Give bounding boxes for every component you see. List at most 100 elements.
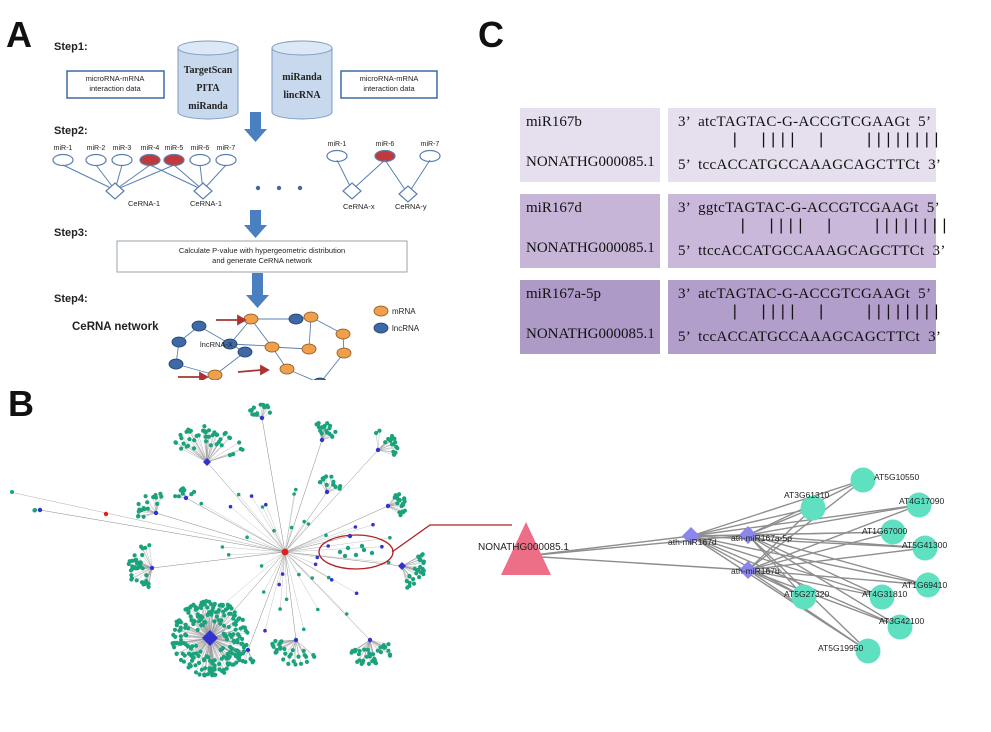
gene-node [142, 507, 147, 512]
gene-node [199, 667, 204, 672]
subnetwork-edge [747, 534, 883, 598]
gene-node [324, 428, 329, 433]
alignment-mirna: miR167a-5p [526, 286, 601, 302]
gene-node [240, 636, 245, 642]
network-node [209, 613, 214, 617]
gene-node [417, 575, 422, 580]
gene-node [407, 574, 412, 579]
network-edge [326, 485, 341, 493]
gene-node [243, 659, 248, 664]
network-edge [284, 551, 297, 641]
gene-node [316, 421, 321, 426]
gene-node [412, 566, 417, 571]
gene-node [233, 627, 238, 632]
gene-node [222, 613, 227, 618]
gene-node [231, 616, 236, 621]
gene-node [328, 423, 333, 428]
network-node [259, 564, 264, 568]
network-node [249, 494, 254, 498]
network-edge [265, 504, 286, 553]
gene-node [186, 651, 192, 656]
gene-node [386, 642, 391, 647]
mrna-node [264, 341, 280, 353]
network-node [354, 591, 359, 596]
gene-node [141, 582, 146, 587]
gene-node [201, 599, 206, 604]
panel-label-c: C [478, 14, 504, 55]
network-edge [272, 639, 297, 645]
gene-node [395, 501, 400, 506]
gene-node [143, 494, 148, 499]
gene-node [237, 616, 242, 621]
gene-node [237, 440, 242, 445]
gene-node [181, 441, 186, 446]
gene-node [324, 482, 329, 487]
network-edge [151, 551, 286, 569]
alignment-match-bars: | |||| | |||||||| [730, 303, 942, 321]
network-node [329, 578, 334, 582]
down-arrow-icon [244, 112, 267, 142]
subnetwork-edge [747, 504, 920, 571]
gene-node [208, 670, 213, 675]
step2-label: Step2: [54, 125, 88, 137]
mirna-node [189, 153, 211, 167]
gene-node [364, 654, 369, 659]
gene-node-label: AT1G67000 [862, 526, 907, 536]
subnetwork-edge [747, 547, 926, 571]
gene-node [273, 650, 278, 655]
network-nodes [168, 311, 352, 380]
network-edge [284, 551, 287, 600]
gene-node [193, 663, 198, 668]
gene-node [421, 559, 426, 564]
step1-label: Step1: [54, 41, 88, 53]
gene-node [191, 620, 196, 625]
gene-node [357, 648, 362, 654]
panel-c-alignments: miR167b NONATHG000085.1 3’ atcTAGTAC-G-A… [520, 108, 949, 358]
gene-node [233, 648, 238, 653]
network-edge [260, 404, 263, 419]
subnetwork-edge [747, 531, 894, 536]
gene-node [402, 499, 407, 504]
network-edge [369, 639, 373, 662]
gene-node [215, 432, 220, 437]
mirna-node [85, 153, 107, 167]
gene-node [329, 474, 334, 479]
network-edge [190, 430, 208, 463]
mirna-node [374, 149, 396, 163]
gene-node [126, 561, 131, 567]
gene-node [201, 658, 207, 663]
gene-node [180, 488, 185, 493]
target-gene-node [800, 495, 826, 521]
gene-node [240, 641, 245, 646]
gene-node [356, 652, 361, 657]
lncrna-node [313, 377, 327, 380]
gene-node [172, 627, 178, 632]
network-edge [377, 447, 398, 451]
network-node [326, 544, 331, 548]
gene-node [212, 619, 217, 624]
lncrna-node [288, 313, 304, 325]
gene-node [359, 543, 365, 549]
gene-node-label: AT1G69410 [902, 580, 947, 590]
alignment-row: miR167d NONATHG000085.1 3’ ggtcTAGTAC-G-… [520, 194, 949, 268]
network-edge [275, 639, 297, 653]
mrna-node [301, 343, 317, 355]
network-node [199, 501, 204, 506]
gene-node [189, 492, 194, 497]
network-edge [321, 431, 336, 441]
gene-node [32, 508, 38, 513]
gene-node [217, 618, 222, 623]
gene-node [411, 581, 417, 586]
gene-node [141, 514, 146, 519]
network-edge [369, 639, 384, 646]
mirna-node [326, 149, 348, 163]
gene-node [282, 646, 287, 652]
gene-node [227, 453, 233, 458]
gene-node [143, 545, 148, 550]
network-edge [285, 639, 297, 654]
mirna-label: miR-4 [141, 145, 160, 152]
step3-box [116, 240, 408, 273]
gene-node-label: AT3G61310 [784, 490, 829, 500]
gene-node-label: AT5G10550 [874, 472, 919, 482]
network-edge [284, 551, 347, 615]
